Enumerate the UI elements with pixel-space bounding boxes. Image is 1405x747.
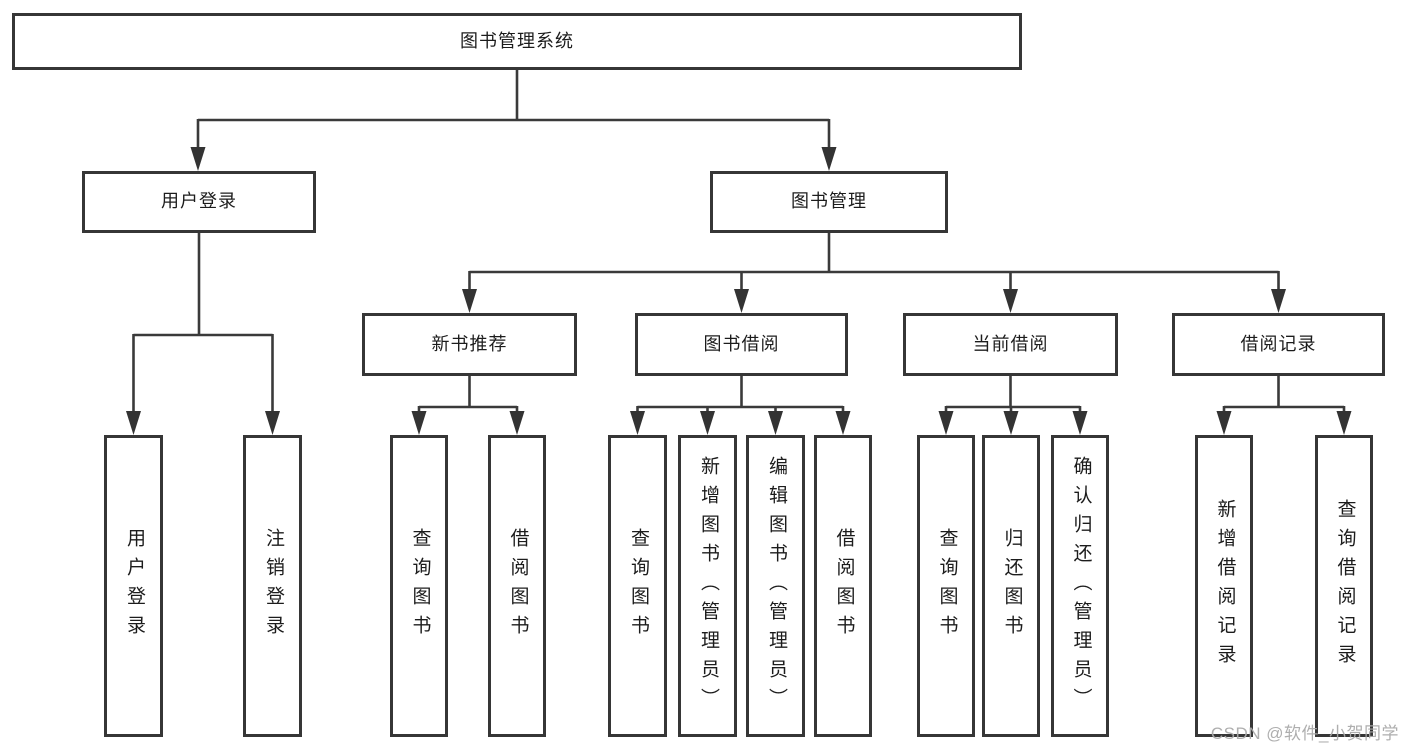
node-book-borrow: 图书借阅 <box>635 313 848 376</box>
leaf-borrow-books-label: 借阅图书 <box>833 528 855 644</box>
leaf-borrow-query-books-label: 查询图书 <box>627 528 649 644</box>
leaf-borrow-books: 借阅图书 <box>814 435 872 737</box>
leaf-query-borrow-record: 查询借阅记录 <box>1315 435 1373 737</box>
leaf-user-login: 用户登录 <box>104 435 163 737</box>
leaf-recommend-borrow-books-label: 借阅图书 <box>507 528 529 644</box>
node-new-book-recommend-label: 新书推荐 <box>431 333 508 354</box>
node-borrow-records: 借阅记录 <box>1172 313 1385 376</box>
leaf-current-query-books: 查询图书 <box>917 435 975 737</box>
leaf-recommend-query-books-label: 查询图书 <box>409 528 431 644</box>
leaf-edit-books-admin-label: 编辑图书（管理员） <box>765 455 787 717</box>
leaf-logout: 注销登录 <box>243 435 302 737</box>
leaf-borrow-query-books: 查询图书 <box>608 435 667 737</box>
leaf-return-books-label: 归还图书 <box>1001 528 1023 644</box>
watermark: CSDN @软件_小贺同学 <box>1210 724 1399 743</box>
leaf-add-borrow-record: 新增借阅记录 <box>1195 435 1253 737</box>
leaf-confirm-return-admin-label: 确认归还（管理员） <box>1070 455 1092 717</box>
leaf-logout-label: 注销登录 <box>262 528 284 644</box>
leaf-recommend-query-books: 查询图书 <box>390 435 448 737</box>
node-current-borrow: 当前借阅 <box>903 313 1118 376</box>
node-new-book-recommend: 新书推荐 <box>362 313 577 376</box>
leaf-add-books-admin: 新增图书（管理员） <box>678 435 737 737</box>
leaf-current-query-books-label: 查询图书 <box>936 528 958 644</box>
node-book-management: 图书管理 <box>710 171 948 233</box>
leaf-add-borrow-record-label: 新增借阅记录 <box>1214 499 1236 673</box>
node-book-management-label: 图书管理 <box>791 191 867 212</box>
leaf-query-borrow-record-label: 查询借阅记录 <box>1334 499 1356 673</box>
node-borrow-records-label: 借阅记录 <box>1240 333 1317 354</box>
node-root-system-label: 图书管理系统 <box>460 30 574 51</box>
node-current-borrow-label: 当前借阅 <box>972 333 1049 354</box>
leaf-edit-books-admin: 编辑图书（管理员） <box>746 435 805 737</box>
node-user-login: 用户登录 <box>82 171 316 233</box>
node-root-system: 图书管理系统 <box>12 13 1022 70</box>
leaf-confirm-return-admin: 确认归还（管理员） <box>1051 435 1109 737</box>
leaf-recommend-borrow-books: 借阅图书 <box>488 435 546 737</box>
leaf-add-books-admin-label: 新增图书（管理员） <box>697 455 719 717</box>
node-user-login-label: 用户登录 <box>161 191 237 212</box>
leaf-return-books: 归还图书 <box>982 435 1040 737</box>
leaf-user-login-label: 用户登录 <box>123 528 145 644</box>
node-book-borrow-label: 图书借阅 <box>703 333 780 354</box>
